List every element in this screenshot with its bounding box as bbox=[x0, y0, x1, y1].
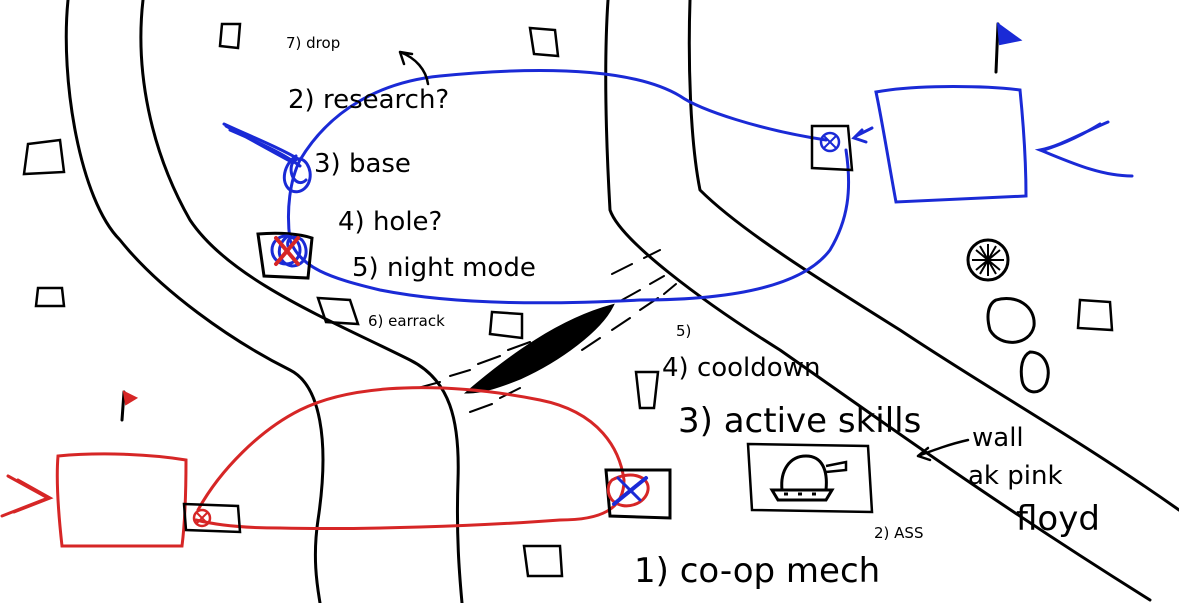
blue-spawn-pad bbox=[810, 124, 854, 172]
note-ass: 2) ASS bbox=[874, 524, 923, 542]
note-ak-pink: ak pink bbox=[968, 461, 1063, 491]
drop-arrow bbox=[398, 50, 430, 86]
note-earrack: 6) earrack bbox=[368, 312, 445, 330]
blue-route bbox=[222, 68, 874, 305]
red-base-building bbox=[55, 452, 188, 548]
note-cooldown: 4) cooldown bbox=[662, 353, 820, 383]
center-notes: 5) 4) cooldown 3) active skills 2) ASS 1… bbox=[634, 322, 923, 591]
red-flag-icon bbox=[120, 390, 139, 422]
spiky-ball-icon bbox=[966, 238, 1010, 282]
note-research: 2) research? bbox=[288, 85, 449, 115]
scattered-blocks bbox=[22, 22, 1114, 578]
note-wall: wall bbox=[972, 423, 1024, 453]
red-route bbox=[194, 386, 626, 531]
right-road bbox=[604, 0, 1179, 602]
wall-notes: wall ak pink floyd bbox=[968, 423, 1100, 539]
blue-base-building bbox=[874, 85, 1028, 204]
red-spawn-pad bbox=[182, 502, 242, 534]
blue-target-pad bbox=[256, 231, 314, 280]
note-base: 3) base bbox=[314, 149, 411, 179]
blue-notes: 7) drop 2) research? 3) base 4) hole? 5)… bbox=[286, 34, 536, 330]
note-five: 5) bbox=[676, 322, 691, 340]
pebbles bbox=[986, 297, 1050, 394]
note-coop-mech: 1) co-op mech bbox=[634, 551, 880, 591]
note-floyd: floyd bbox=[1016, 499, 1100, 539]
left-road bbox=[64, 0, 464, 603]
note-night-mode: 5) night mode bbox=[352, 253, 536, 283]
tank-icon bbox=[746, 442, 874, 514]
blue-flag-icon bbox=[994, 21, 1023, 74]
red-target-pad bbox=[604, 468, 672, 520]
dark-hole-shape bbox=[463, 303, 615, 394]
note-hole: 4) hole? bbox=[338, 207, 442, 237]
blue-spawn-arrow bbox=[1034, 120, 1134, 178]
wall-arrow bbox=[916, 438, 970, 462]
red-spawn-arrow bbox=[0, 474, 54, 518]
note-active-skills: 3) active skills bbox=[678, 401, 921, 441]
note-drop: 7) drop bbox=[286, 34, 340, 52]
